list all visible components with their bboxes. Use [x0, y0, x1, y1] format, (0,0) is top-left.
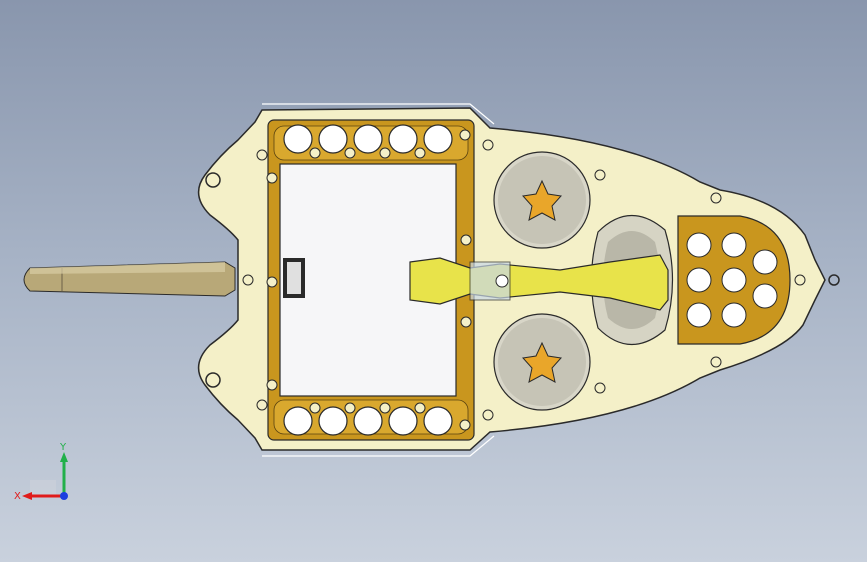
keypad-button[interactable] — [752, 283, 778, 309]
bottom-button[interactable] — [353, 406, 383, 436]
screws — [242, 129, 806, 431]
nose-keypad[interactable] — [677, 215, 791, 345]
keypad-button[interactable] — [752, 249, 778, 275]
joystick-lower[interactable] — [493, 313, 591, 411]
folding-arm[interactable] — [409, 254, 669, 311]
top-button[interactable] — [423, 124, 453, 154]
top-button[interactable] — [353, 124, 383, 154]
coordinate-triad: Y X — [14, 442, 68, 502]
bottom-button[interactable] — [283, 406, 313, 436]
bottom-button[interactable] — [388, 406, 418, 436]
keypad-button[interactable] — [721, 232, 747, 258]
top-button-row[interactable] — [283, 124, 453, 154]
keypad-button[interactable] — [686, 267, 712, 293]
bottom-button[interactable] — [423, 406, 453, 436]
keypad-button[interactable] — [686, 232, 712, 258]
keypad-button[interactable] — [686, 302, 712, 328]
keypad-button[interactable] — [721, 302, 747, 328]
z-axis-dot — [60, 492, 68, 500]
bottom-button[interactable] — [318, 406, 348, 436]
bottom-button-row[interactable] — [283, 406, 453, 436]
joystick-upper[interactable] — [493, 151, 591, 249]
keypad-button[interactable] — [721, 267, 747, 293]
top-button[interactable] — [318, 124, 348, 154]
x-axis-label: X — [14, 491, 21, 502]
mounting-ears — [205, 172, 840, 388]
top-button[interactable] — [283, 124, 313, 154]
top-button[interactable] — [388, 124, 418, 154]
antenna[interactable] — [23, 261, 236, 297]
y-axis-label: Y — [59, 442, 67, 453]
